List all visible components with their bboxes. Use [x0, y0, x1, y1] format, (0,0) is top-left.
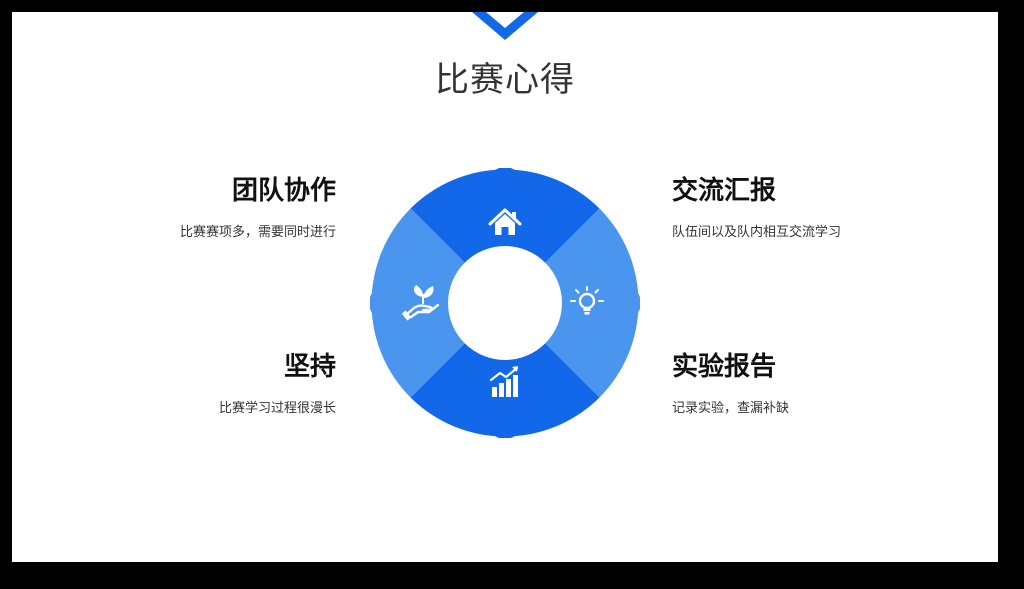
item-description: 比赛赛项多，需要同时进行 — [179, 225, 336, 240]
item-description: 比赛学习过程很漫长 — [218, 401, 336, 416]
item-lab-report: 实验报告 记录实验，查漏补缺 — [672, 346, 972, 416]
item-persistence: 坚持 比赛学习过程很漫长 — [36, 346, 336, 416]
item-team-collaboration: 团队协作 比赛赛项多，需要同时进行 — [36, 170, 336, 240]
ring-segment-left — [370, 208, 465, 398]
ring-diagram — [370, 168, 640, 438]
chevron-down-icon — [472, 12, 538, 40]
item-heading: 实验报告 — [672, 352, 777, 382]
slide: 比赛心得 团队协作 比赛赛项多，需要同时进行 坚持 比赛学习过程很漫长 交流汇报… — [12, 12, 998, 562]
item-heading: 坚持 — [283, 352, 336, 382]
ring-segment-right — [545, 208, 640, 398]
item-communication: 交流汇报 队伍间以及队内相互交流学习 — [672, 170, 972, 240]
ring-segment-bottom — [410, 343, 600, 438]
item-heading: 团队协作 — [231, 176, 336, 206]
chart-growth-icon — [489, 366, 519, 397]
item-description: 记录实验，查漏补缺 — [672, 401, 790, 416]
lightbulb-icon — [570, 286, 604, 315]
page-title: 比赛心得 — [435, 60, 575, 100]
item-description: 队伍间以及队内相互交流学习 — [672, 225, 842, 240]
hand-plant-icon — [401, 285, 440, 321]
item-heading: 交流汇报 — [672, 176, 777, 206]
home-icon — [488, 208, 522, 235]
